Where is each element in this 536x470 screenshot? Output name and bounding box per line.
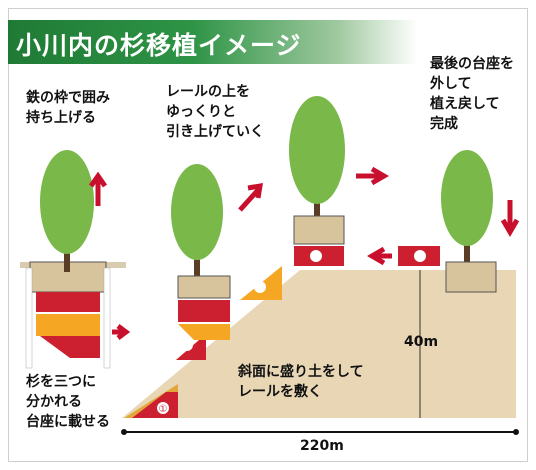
note-step2: レールの上を ゆっくりと 引き上げていく bbox=[166, 84, 264, 140]
note-base: 杉を三つに 分かれる 台座に載せる bbox=[26, 374, 110, 430]
arrow-right-2 bbox=[356, 166, 389, 186]
tree-2 bbox=[171, 164, 231, 340]
height-label: 40m bbox=[404, 334, 439, 350]
note-step1: 鉄の枠で囲み 持ち上げる bbox=[26, 90, 110, 126]
title-banner bbox=[8, 20, 418, 64]
slope-pedestal-3 bbox=[240, 266, 282, 300]
arrow-diagonal bbox=[238, 182, 264, 212]
pedestal-number: ① bbox=[159, 404, 168, 415]
arrow-left bbox=[367, 246, 392, 266]
length-label: 220m bbox=[300, 438, 344, 454]
arrow-right-1 bbox=[112, 324, 131, 340]
arrow-up-1 bbox=[88, 171, 108, 206]
slope-pedestal-2 bbox=[176, 334, 206, 360]
diagram-title: 小川内の杉移植イメージ bbox=[16, 31, 302, 60]
tree-3 bbox=[289, 96, 345, 266]
tree-4 bbox=[441, 150, 497, 293]
note-slope: 斜面に盛り土をして レールを敷く bbox=[238, 364, 364, 400]
note-step3: 最後の台座を 外して 植え戻して 完成 bbox=[430, 56, 514, 132]
tree-1 bbox=[20, 150, 126, 369]
hill-slope bbox=[122, 270, 516, 418]
slope-pedestal-1: ① bbox=[124, 384, 178, 418]
arrow-down bbox=[500, 200, 520, 237]
